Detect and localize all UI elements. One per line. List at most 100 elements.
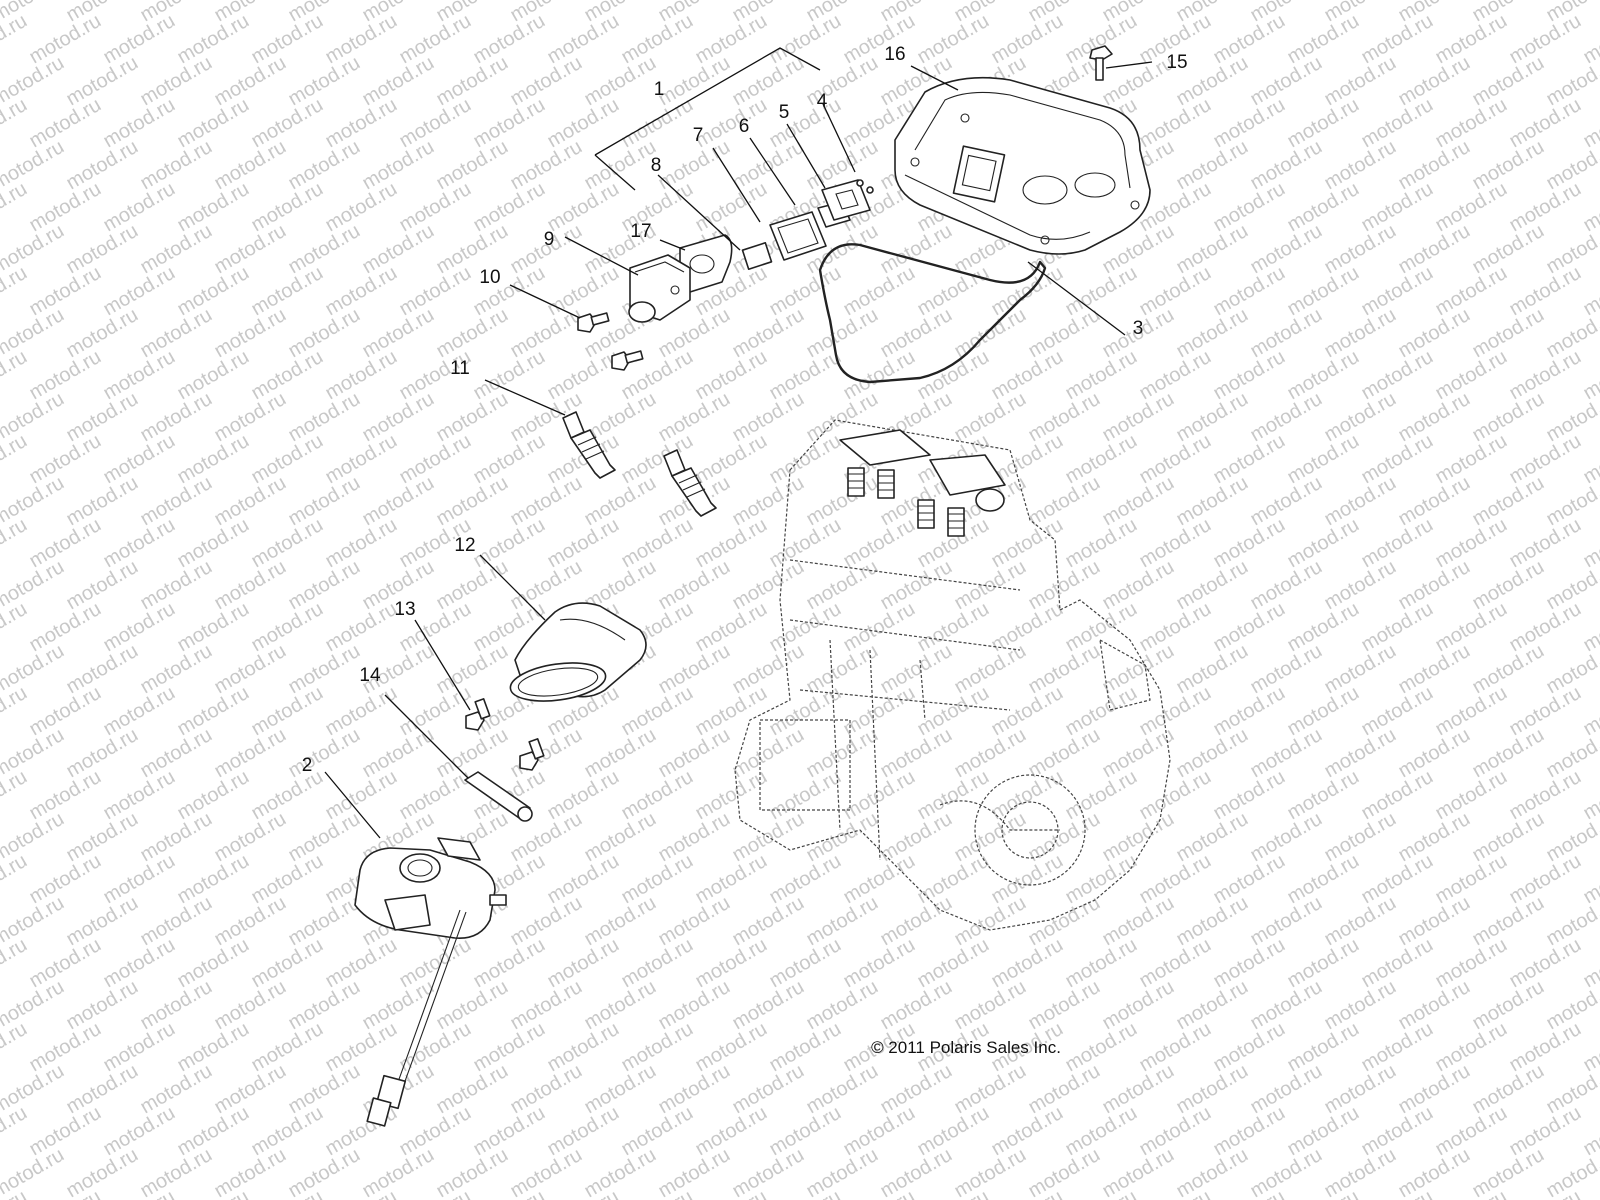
watermark-text: motod.ru	[581, 1144, 660, 1200]
watermark-text: motod.ru	[359, 136, 438, 195]
watermark-text: motod.ru	[877, 724, 956, 783]
watermark-text: motod.ru	[1506, 262, 1585, 321]
watermark-text: motod.ru	[1173, 556, 1252, 615]
watermark-text: motod.ru	[1173, 640, 1252, 699]
watermark-text: motod.ru	[877, 808, 956, 867]
watermark-text: motod.ru	[1432, 682, 1511, 741]
watermark-text: motod.ru	[1358, 934, 1437, 993]
watermark-text: motod.ru	[1136, 766, 1215, 825]
watermark-text: motod.ru	[729, 304, 808, 363]
watermark-text: motod.ru	[840, 598, 919, 657]
watermark-text: motod.ru	[100, 346, 179, 405]
watermark-text: motod.ru	[1173, 976, 1252, 1035]
watermark-text: motod.ru	[174, 94, 253, 153]
watermark-text: motod.ru	[1173, 136, 1252, 195]
watermark-text: motod.ru	[285, 1144, 364, 1200]
watermark-text: motod.ru	[1321, 556, 1400, 615]
watermark-text: motod.ru	[26, 1018, 105, 1077]
watermark-text: motod.ru	[359, 388, 438, 447]
watermark-text: motod.ru	[211, 472, 290, 531]
watermark-text: motod.ru	[26, 346, 105, 405]
watermark-text: motod.ru	[1321, 52, 1400, 111]
watermark-text: motod.ru	[803, 976, 882, 1035]
watermark-text: motod.ru	[544, 514, 623, 573]
watermark-text: motod.ru	[322, 598, 401, 657]
watermark-text: motod.ru	[655, 1144, 734, 1200]
watermark-text: motod.ru	[396, 1018, 475, 1077]
throttle-body	[354, 837, 507, 1127]
watermark-text: motod.ru	[581, 136, 660, 195]
watermark-text: motod.ru	[914, 934, 993, 993]
watermark-text: motod.ru	[1173, 220, 1252, 279]
watermark-text: motod.ru	[211, 556, 290, 615]
watermark-text: motod.ru	[951, 556, 1030, 615]
watermark-text: motod.ru	[803, 892, 882, 951]
watermark-text: motod.ru	[766, 1102, 845, 1161]
watermark-text: motod.ru	[729, 892, 808, 951]
watermark-text: motod.ru	[951, 976, 1030, 1035]
watermark-text: motod.ru	[1506, 850, 1585, 909]
watermark-text: motod.ru	[1506, 766, 1585, 825]
watermark-text: motod.ru	[248, 10, 327, 69]
watermark-text: motod.ru	[1210, 1102, 1289, 1161]
watermark-text: motod.ru	[914, 346, 993, 405]
watermark-text: motod.ru	[1173, 1060, 1252, 1119]
watermark-text: motod.ru	[470, 1018, 549, 1077]
watermark-text: motod.ru	[1210, 850, 1289, 909]
watermark-text: motod.ru	[1247, 1144, 1326, 1200]
watermark-text: motod.ru	[1284, 682, 1363, 741]
watermark-text: motod.ru	[1321, 724, 1400, 783]
valve-cover-gasket	[818, 243, 1047, 384]
watermark-text: motod.ru	[396, 10, 475, 69]
watermark-text: motod.ru	[766, 94, 845, 153]
watermark-text: motod.ru	[655, 640, 734, 699]
watermark-text: motod.ru	[248, 178, 327, 237]
boot-bolt	[519, 738, 545, 771]
watermark-text: motod.ru	[766, 850, 845, 909]
watermark-text: motod.ru	[618, 10, 697, 69]
watermark-text: motod.ru	[248, 766, 327, 825]
watermark-text: motod.ru	[1136, 346, 1215, 405]
watermark-text: motod.ru	[581, 976, 660, 1035]
watermark-text: motod.ru	[137, 220, 216, 279]
watermark-text: motod.ru	[1136, 598, 1215, 657]
watermark-text: motod.ru	[1506, 178, 1585, 237]
watermark-text: motod.ru	[1284, 850, 1363, 909]
watermark-text: motod.ru	[396, 94, 475, 153]
watermark-text: motod.ru	[1099, 1144, 1178, 1200]
watermark-text: motod.ru	[1395, 556, 1474, 615]
watermark-text: motod.ru	[1025, 304, 1104, 363]
watermark-text: motod.ru	[1247, 808, 1326, 867]
watermark-text: motod.ru	[396, 934, 475, 993]
watermark-text: motod.ru	[1284, 1018, 1363, 1077]
watermark-text: motod.ru	[1358, 346, 1437, 405]
watermark-text: motod.ru	[766, 766, 845, 825]
watermark-text: motod.ru	[729, 640, 808, 699]
watermark-text: motod.ru	[1506, 514, 1585, 573]
watermark-text: motod.ru	[840, 262, 919, 321]
watermark-text: motod.ru	[0, 1102, 31, 1161]
watermark-text: motod.ru	[803, 724, 882, 783]
watermark-text: motod.ru	[1062, 262, 1141, 321]
watermark-text: motod.ru	[618, 682, 697, 741]
watermark-text: motod.ru	[1173, 724, 1252, 783]
watermark-text: motod.ru	[507, 304, 586, 363]
watermark-text: motod.ru	[359, 304, 438, 363]
watermark-text: motod.ru	[0, 178, 31, 237]
watermark-text: motod.ru	[396, 766, 475, 825]
watermark-text: motod.ru	[840, 850, 919, 909]
watermark-text: motod.ru	[988, 934, 1067, 993]
watermark-text: motod.ru	[1395, 472, 1474, 531]
callout-2: 2	[302, 755, 313, 776]
watermark-text: motod.ru	[507, 1060, 586, 1119]
watermark-text: motod.ru	[618, 1102, 697, 1161]
watermark-text: motod.ru	[0, 262, 31, 321]
callouts: 1 2 3 4 5 6 7 8 9 10 11 12 13 14 15 16 1…	[302, 44, 1188, 776]
watermark-text: motod.ru	[1284, 934, 1363, 993]
watermark-text: motod.ru	[544, 934, 623, 993]
watermark-text: motod.ru	[26, 430, 105, 489]
watermark-text: motod.ru	[655, 892, 734, 951]
callout-17: 17	[630, 221, 651, 242]
watermark-text: motod.ru	[248, 94, 327, 153]
